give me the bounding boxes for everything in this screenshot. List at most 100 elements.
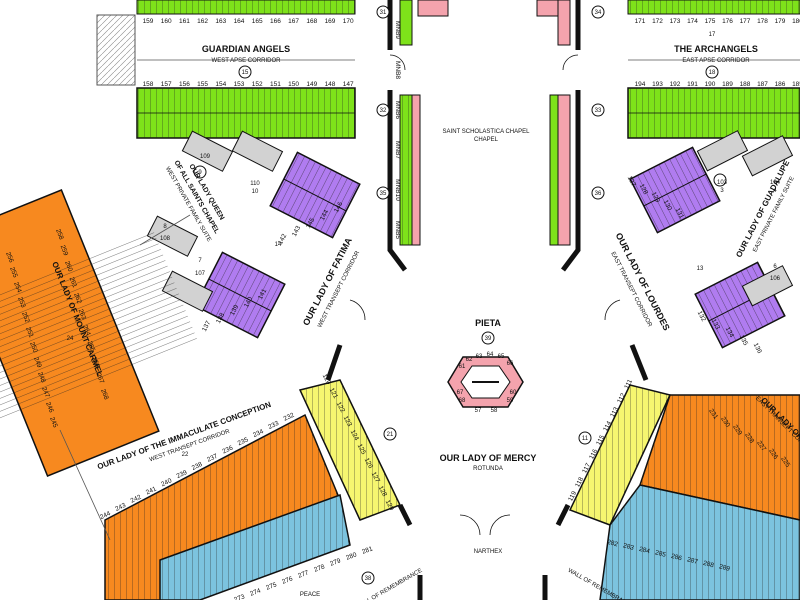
niche-number: 133 — [710, 318, 721, 331]
niche-number: 259 — [59, 244, 70, 257]
niche-number: 278 — [313, 563, 326, 573]
niche-number: MNB6 — [394, 101, 401, 119]
niche-number: 164 — [234, 18, 245, 25]
niche-number: 276 — [281, 575, 294, 585]
pieta-niche-number: 68 — [459, 398, 466, 404]
niche-number: 188 — [740, 81, 751, 88]
niche-number: 267 — [95, 372, 106, 385]
pieta-niche-number: 57 — [475, 408, 482, 414]
niche-number: 161 — [179, 18, 190, 25]
niche-number: 124 — [349, 429, 360, 442]
niche-number: 258 — [54, 228, 65, 241]
niche-number: 176 — [722, 18, 733, 25]
niche-number: 190 — [705, 81, 716, 88]
room-number: 33 — [595, 108, 602, 114]
central-column-left-pink[interactable] — [411, 94, 421, 246]
niche-number: 153 — [234, 81, 245, 88]
niche-number: 159 — [143, 18, 154, 25]
niche-number: 255 — [8, 266, 19, 279]
pieta-niche-number: 58 — [491, 408, 498, 414]
niche-number: 155 — [197, 81, 208, 88]
room-number: 35 — [380, 191, 387, 197]
label-narthex: NARTHEX — [474, 549, 503, 555]
pink-niche-top-left[interactable] — [417, 0, 449, 17]
pieta-niche-number: 59 — [507, 398, 514, 404]
niche-number: 147 — [343, 81, 354, 88]
niche-number: 277 — [297, 569, 310, 579]
niche-number: 284 — [638, 546, 651, 556]
niche-number: 279 — [329, 557, 342, 567]
niche-number: 241 — [145, 485, 158, 496]
niche-number: 123 — [342, 415, 353, 428]
room-label-guardian-angels: GUARDIAN ANGELS — [202, 44, 290, 54]
pieta-niche-number: 60 — [510, 390, 517, 396]
purple-niche-fatima-b[interactable] — [194, 251, 286, 339]
niche-number: 266 — [90, 356, 101, 369]
niche-number: 166 — [270, 18, 281, 25]
niche-number: 112 — [616, 392, 627, 405]
orange-niche-east[interactable] — [639, 394, 800, 521]
room-number: 109 — [200, 154, 211, 160]
niche-number: 132 — [696, 310, 707, 323]
label-chapel: CHAPEL — [474, 137, 499, 143]
niche-number: 288 — [702, 560, 715, 570]
room-number: 108 — [160, 236, 171, 242]
room-number: 18 — [709, 70, 716, 76]
blue-niche-west[interactable] — [159, 493, 351, 600]
niche-number: 145 — [305, 217, 316, 230]
niche-number: 136 — [752, 342, 763, 355]
green-niche-block-east[interactable] — [627, 87, 800, 139]
green-niche-top-west[interactable] — [136, 0, 356, 15]
niche-number: 127 — [626, 175, 637, 188]
room-number: 17 — [709, 32, 716, 38]
niche-number: 131 — [674, 207, 685, 220]
niche-number: 263 — [77, 308, 88, 321]
niche-number: 113 — [609, 406, 620, 419]
purple-niche-lourdes-a[interactable] — [629, 146, 721, 234]
niche-number: 157 — [161, 81, 172, 88]
niche-number: 248 — [36, 371, 47, 384]
niche-number: 127 — [370, 471, 381, 484]
orange-niche-mount-carmel[interactable] — [0, 164, 224, 502]
pieta-hexagon[interactable] — [447, 356, 524, 408]
niche-number: 119 — [567, 490, 578, 503]
niche-number: 139 — [229, 304, 240, 317]
niche-number: 260 — [63, 260, 74, 273]
niche-number: 163 — [215, 18, 226, 25]
purple-niche-fatima-a[interactable] — [269, 151, 361, 239]
pieta-niche-number: 62 — [466, 357, 473, 363]
central-column-right-green[interactable] — [549, 94, 559, 246]
niche-number: 282 — [606, 539, 619, 549]
niche-number: MNB5 — [394, 221, 401, 239]
niche-number: 194 — [635, 81, 646, 88]
room-label-pieta: PIETA — [475, 318, 501, 328]
room-number: 9 — [198, 170, 202, 176]
green-niche-block-west[interactable] — [136, 87, 356, 139]
niche-number: 120 — [321, 373, 332, 386]
green-niche-top-east[interactable] — [627, 0, 800, 15]
pieta-niche-number: 61 — [459, 364, 466, 370]
niche-number: 250 — [28, 341, 39, 354]
niche-number: 165 — [252, 18, 263, 25]
blue-niche-east[interactable] — [599, 484, 800, 600]
central-column-right[interactable] — [557, 0, 571, 246]
room-number: 107 — [195, 271, 206, 277]
room-number: 31 — [380, 10, 387, 16]
niche-number: MNB10 — [394, 179, 401, 201]
niche-number: 134 — [724, 326, 735, 339]
niche-number: 246 — [44, 401, 55, 414]
niche-number: 171 — [635, 18, 646, 25]
niche-number: 156 — [179, 81, 190, 88]
pieta-niche-number: 63 — [476, 354, 483, 360]
niche-number: 273 — [233, 593, 246, 600]
room-number: 4 — [773, 188, 777, 194]
niche-number: 150 — [288, 81, 299, 88]
niche-number: 135 — [738, 334, 749, 347]
niche-number: 268 — [99, 388, 110, 401]
room-number: 39 — [485, 336, 492, 342]
niche-number: 185 — [792, 81, 800, 88]
niche-number: 115 — [595, 434, 606, 447]
room-number: 32 — [380, 108, 387, 114]
room-number: 8 — [163, 224, 167, 230]
niche-number: 281 — [361, 545, 374, 555]
